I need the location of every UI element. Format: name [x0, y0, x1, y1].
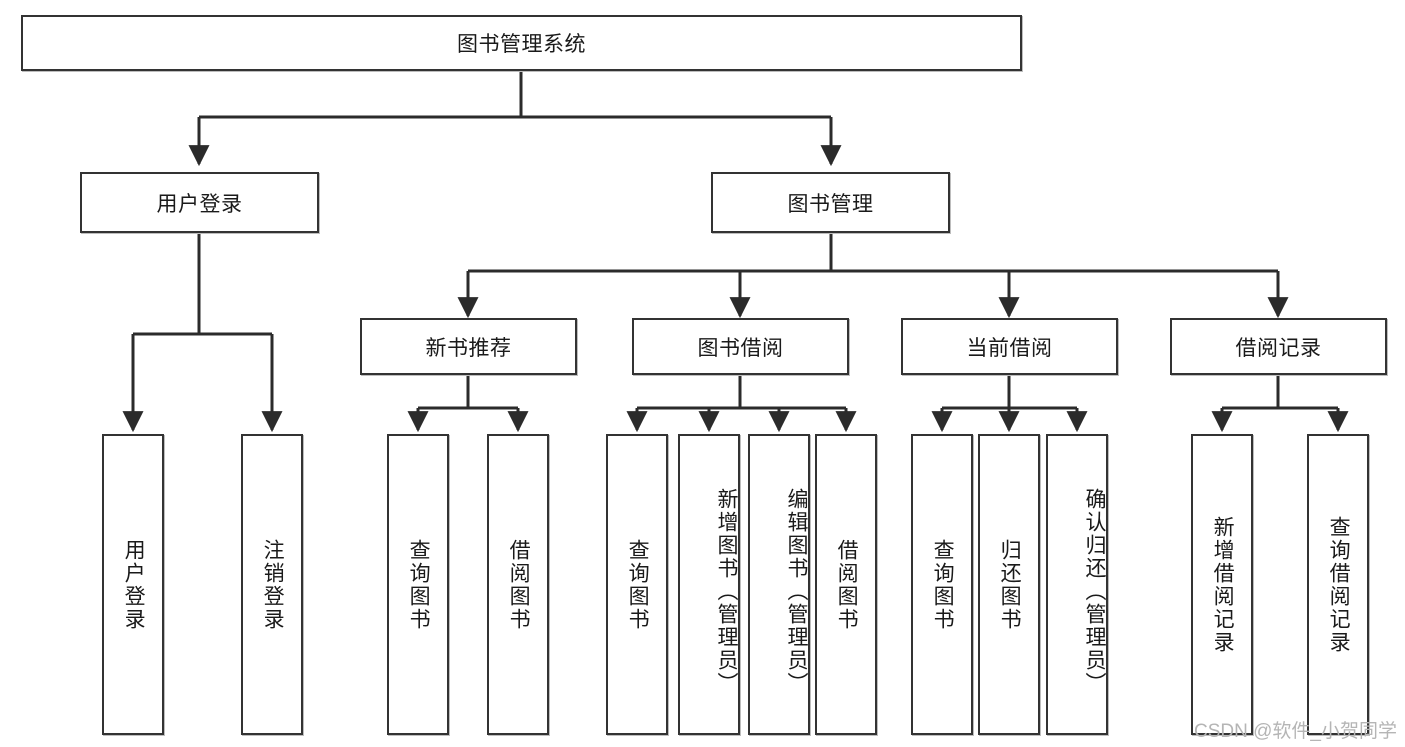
node-book-management-label: 图书管理 — [787, 192, 874, 216]
node-current-borrow-label: 当前借阅 — [966, 336, 1053, 360]
leaf-book-borrow-borrow[interactable]: 借阅图书 — [815, 434, 877, 735]
leaf-book-borrow-edit[interactable]: 编辑图书（管理员） — [748, 434, 810, 735]
leaf-current-borrow-query-label: 查询图书 — [931, 538, 955, 631]
leaf-new-book-query[interactable]: 查询图书 — [387, 434, 449, 735]
leaf-current-borrow-confirm-label: 确认归还（管理员） — [1083, 488, 1106, 695]
leaf-new-book-query-label: 查询图书 — [407, 538, 431, 631]
leaf-borrow-record-query[interactable]: 查询借阅记录 — [1307, 434, 1369, 735]
leaf-user-login-logout[interactable]: 注销登录 — [241, 434, 303, 735]
node-book-management[interactable]: 图书管理 — [711, 172, 950, 233]
node-root[interactable]: 图书管理系统 — [21, 15, 1022, 71]
node-root-label: 图书管理系统 — [457, 33, 586, 56]
leaf-current-borrow-return-label: 归还图书 — [998, 538, 1022, 631]
leaf-current-borrow-confirm[interactable]: 确认归还（管理员） — [1046, 434, 1108, 735]
leaf-user-login-login-label: 用户登录 — [122, 538, 146, 631]
leaf-borrow-record-query-label: 查询借阅记录 — [1327, 515, 1351, 654]
node-current-borrow[interactable]: 当前借阅 — [901, 318, 1118, 375]
leaf-current-borrow-query[interactable]: 查询图书 — [911, 434, 973, 735]
watermark: CSDN @软件_小贺同学 — [1194, 721, 1397, 742]
node-borrow-record-label: 借阅记录 — [1235, 336, 1322, 360]
node-book-borrow[interactable]: 图书借阅 — [632, 318, 849, 375]
node-user-login[interactable]: 用户登录 — [80, 172, 319, 233]
leaf-user-login-login[interactable]: 用户登录 — [102, 434, 164, 735]
leaf-book-borrow-borrow-label: 借阅图书 — [835, 538, 859, 631]
leaf-new-book-borrow-label: 借阅图书 — [507, 538, 531, 631]
leaf-borrow-record-add[interactable]: 新增借阅记录 — [1191, 434, 1253, 735]
node-book-borrow-label: 图书借阅 — [697, 336, 784, 360]
leaf-book-borrow-query-label: 查询图书 — [626, 538, 650, 631]
leaf-book-borrow-add[interactable]: 新增图书（管理员） — [678, 434, 740, 735]
leaf-book-borrow-edit-label: 编辑图书（管理员） — [785, 488, 808, 695]
leaf-book-borrow-query[interactable]: 查询图书 — [606, 434, 668, 735]
leaf-new-book-borrow[interactable]: 借阅图书 — [487, 434, 549, 735]
leaf-borrow-record-add-label: 新增借阅记录 — [1211, 515, 1235, 654]
node-user-login-label: 用户登录 — [156, 192, 243, 216]
leaf-current-borrow-return[interactable]: 归还图书 — [978, 434, 1040, 735]
node-new-book-recommend-label: 新书推荐 — [425, 336, 512, 360]
leaf-user-login-logout-label: 注销登录 — [261, 538, 285, 631]
node-new-book-recommend[interactable]: 新书推荐 — [360, 318, 577, 375]
leaf-book-borrow-add-label: 新增图书（管理员） — [715, 488, 738, 695]
node-borrow-record[interactable]: 借阅记录 — [1170, 318, 1387, 375]
